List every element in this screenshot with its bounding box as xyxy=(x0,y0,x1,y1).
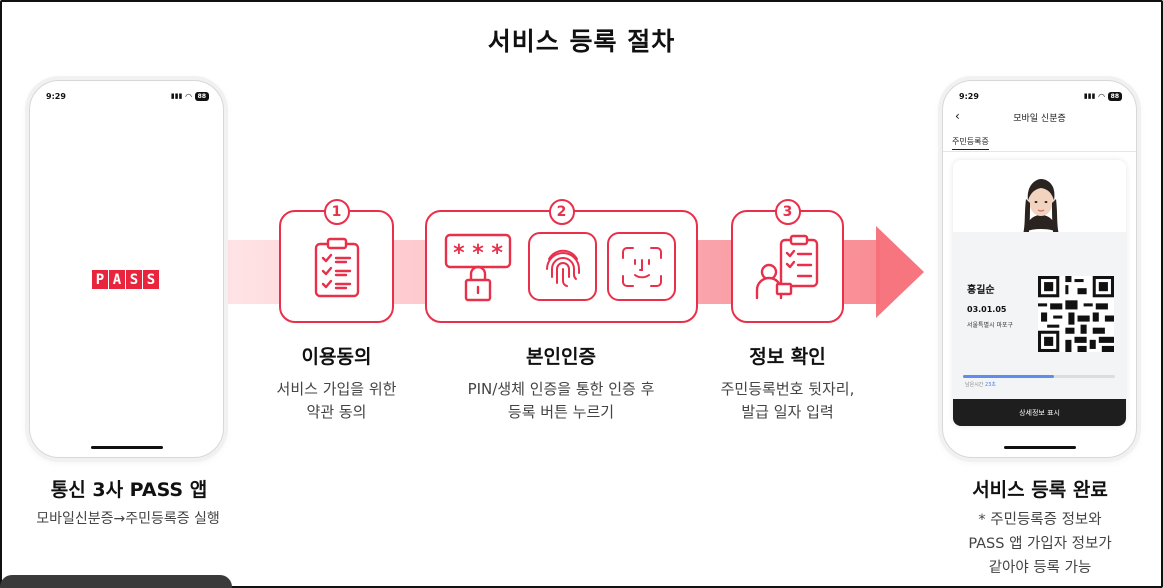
wifi-icon: ◠ xyxy=(1098,91,1105,101)
status-bar: 9:29 ▮▮▮ ◠ 88 xyxy=(46,90,209,102)
fingerprint-box xyxy=(528,232,597,301)
pin-lock-icon: * * * xyxy=(444,233,512,302)
right-caption-line: 같아야 등록 가능 xyxy=(988,560,1092,576)
holder-name: 홍길순 xyxy=(967,285,995,296)
status-time: 9:29 xyxy=(959,91,979,101)
left-phone: 9:29 ▮▮▮ ◠ 88 P A S S xyxy=(29,80,224,458)
face-id-box xyxy=(607,232,676,301)
person-checklist-icon xyxy=(755,234,819,300)
right-phone: 9:29 ▮▮▮ ◠ 88 ‹ 모바일 신분증 주민등록증 xyxy=(942,80,1137,458)
left-caption-title: 통신 3사 PASS 앱 xyxy=(50,479,208,501)
tab-divider xyxy=(943,151,1136,152)
home-indicator xyxy=(1003,446,1076,449)
status-time: 9:29 xyxy=(46,91,66,101)
wifi-icon: ◠ xyxy=(185,91,192,101)
pass-logo-letter: A xyxy=(109,270,125,289)
tab-resident-card[interactable]: 주민등록증 xyxy=(952,136,989,150)
step-1-line: 약관 동의 xyxy=(306,403,367,421)
time-progress-fill xyxy=(963,375,1055,378)
step-2-line: 등록 버튼 누르기 xyxy=(507,403,615,421)
step-1-box: 1 xyxy=(279,199,394,323)
step-1-text: 서비스 가입을 위한 약관 동의 xyxy=(244,378,429,424)
flow-arrow-head xyxy=(876,226,924,318)
detail-info-button[interactable]: 상세정보 표시 xyxy=(953,399,1126,426)
id-card: 홍길순 03.01.05 서울특별시 마포구 남은시간 23초 xyxy=(953,160,1126,426)
pass-logo-letter: S xyxy=(143,270,159,289)
step-1-badge: 1 xyxy=(323,199,350,225)
right-caption-text: * 주민등록증 정보와 PASS 앱 가입자 정보가 같아야 등록 가능 xyxy=(920,508,1160,580)
pass-logo-letter: S xyxy=(126,270,142,289)
step-2-text: PIN/생체 인증을 통한 인증 후 등록 버튼 누르기 xyxy=(440,378,682,424)
battery-icon: 88 xyxy=(194,91,209,101)
remaining-time: 남은시간 23초 xyxy=(965,381,996,388)
step-3-line: 발급 일자 입력 xyxy=(741,403,834,421)
status-bar: 9:29 ▮▮▮ ◠ 88 xyxy=(959,90,1122,102)
holder-dob: 03.01.05 xyxy=(967,305,1007,314)
pass-logo: P A S S xyxy=(92,270,159,289)
page-title: 서비스 등록 절차 xyxy=(487,27,676,56)
signal-icon: ▮▮▮ xyxy=(1083,92,1096,100)
step-1-title: 이용동의 xyxy=(301,346,372,368)
screen-header: 모바일 신분증 xyxy=(1013,114,1066,124)
battery-icon: 88 xyxy=(1107,91,1122,101)
step-3-box: 3 xyxy=(731,199,844,323)
right-caption-title: 서비스 등록 완료 xyxy=(972,479,1108,501)
svg-text:* * *: * * * xyxy=(453,241,503,266)
time-progress-bar xyxy=(963,375,1115,378)
step-3-badge: 3 xyxy=(774,199,801,225)
step-2-box: 2 * * * xyxy=(425,199,698,323)
scroll-indicator xyxy=(0,575,232,588)
face-id-icon xyxy=(622,247,662,287)
back-chevron-icon[interactable]: ‹ xyxy=(955,109,960,123)
remaining-label: 남은시간 xyxy=(965,382,984,388)
status-icons: ▮▮▮ ◠ 88 xyxy=(170,91,209,101)
step-3-title: 정보 확인 xyxy=(749,346,826,368)
remaining-value: 23초 xyxy=(985,382,996,388)
step-3-text: 주민등록번호 뒷자리, 발급 일자 입력 xyxy=(694,378,881,424)
step-2-line: PIN/생체 인증을 통한 인증 후 xyxy=(467,380,655,398)
status-icons: ▮▮▮ ◠ 88 xyxy=(1083,91,1122,101)
right-caption-line: * 주민등록증 정보와 xyxy=(978,512,1102,528)
pass-logo-letter: P xyxy=(92,270,108,289)
signal-icon: ▮▮▮ xyxy=(170,92,183,100)
home-indicator xyxy=(90,446,163,449)
right-caption-line: PASS 앱 가입자 정보가 xyxy=(968,536,1112,552)
holder-address: 서울특별시 마포구 xyxy=(967,322,1014,329)
checklist-icon xyxy=(314,237,360,298)
left-caption-text: 모바일신분증→주민등록증 실행 xyxy=(36,511,220,527)
step-2-title: 본인인증 xyxy=(526,346,596,368)
qr-code-icon xyxy=(1038,276,1114,352)
step-1-line: 서비스 가입을 위한 xyxy=(276,380,397,398)
step-2-badge: 2 xyxy=(548,199,575,225)
fingerprint-icon xyxy=(546,249,580,287)
step-3-line: 주민등록번호 뒷자리, xyxy=(720,380,855,398)
